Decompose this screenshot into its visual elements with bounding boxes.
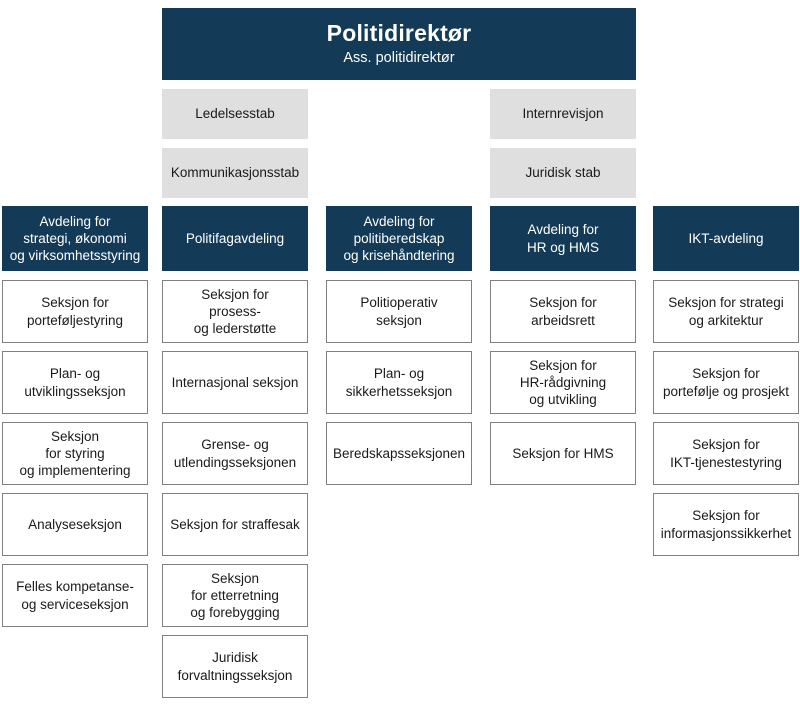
- department-column-politifag: Politifagavdeling Seksjon for prosess- o…: [162, 206, 308, 698]
- department-column-hr-hms: Avdeling for HR og HMS Seksjon for arbei…: [490, 206, 636, 485]
- section-box: Seksjon for prosess- og lederstøtte: [162, 280, 308, 343]
- section-box: Seksjon for strategi og arkitektur: [653, 280, 799, 343]
- section-box: Felles kompetanse- og serviceseksjon: [2, 564, 148, 627]
- section-box: Analyseseksjon: [2, 493, 148, 556]
- department-header-politiberedskap: Avdeling for politiberedskap og krisehån…: [326, 206, 472, 271]
- section-box: Internasjonal seksjon: [162, 351, 308, 414]
- section-box: Juridisk forvaltningsseksjon: [162, 635, 308, 698]
- department-column-strategi: Avdeling for strategi, økonomi og virkso…: [2, 206, 148, 627]
- section-box: Seksjon for HMS: [490, 422, 636, 485]
- section-box: Beredskapsseksjonen: [326, 422, 472, 485]
- section-box: Seksjon for straffesak: [162, 493, 308, 556]
- staff-box-juridisk-stab: Juridisk stab: [490, 148, 636, 198]
- section-box: Plan- og utviklingsseksjon: [2, 351, 148, 414]
- section-box: Seksjon for portefølje og prosjekt: [653, 351, 799, 414]
- leader-title: Politidirektør: [326, 19, 472, 46]
- staff-box-ledelsesstab: Ledelsesstab: [162, 89, 308, 139]
- leader-box: Politidirektør Ass. politidirektør: [162, 8, 636, 80]
- section-box: Seksjon for informasjonssikkerhet: [653, 493, 799, 556]
- staff-box-kommunikasjonsstab: Kommunikasjonsstab: [162, 148, 308, 198]
- section-box: Politioperativ seksjon: [326, 280, 472, 343]
- section-box: Seksjon for etterretning og forebygging: [162, 564, 308, 627]
- section-box: Seksjon for porteføljestyring: [2, 280, 148, 343]
- section-box: Plan- og sikkerhetsseksjon: [326, 351, 472, 414]
- department-header-strategi: Avdeling for strategi, økonomi og virkso…: [2, 206, 148, 271]
- section-box: Seksjon for HR-rådgivning og utvikling: [490, 351, 636, 414]
- department-header-hr-hms: Avdeling for HR og HMS: [490, 206, 636, 271]
- department-header-politifag: Politifagavdeling: [162, 206, 308, 271]
- leader-subtitle: Ass. politidirektør: [343, 50, 455, 67]
- department-column-ikt: IKT-avdeling Seksjon for strategi og ark…: [653, 206, 799, 556]
- section-box: Seksjon for styring og implementering: [2, 422, 148, 485]
- department-column-politiberedskap: Avdeling for politiberedskap og krisehån…: [326, 206, 472, 485]
- department-header-ikt: IKT-avdeling: [653, 206, 799, 271]
- section-box: Seksjon for IKT-tjenestestyring: [653, 422, 799, 485]
- section-box: Grense- og utlendingsseksjonen: [162, 422, 308, 485]
- section-box: Seksjon for arbeidsrett: [490, 280, 636, 343]
- staff-box-internrevisjon: Internrevisjon: [490, 89, 636, 139]
